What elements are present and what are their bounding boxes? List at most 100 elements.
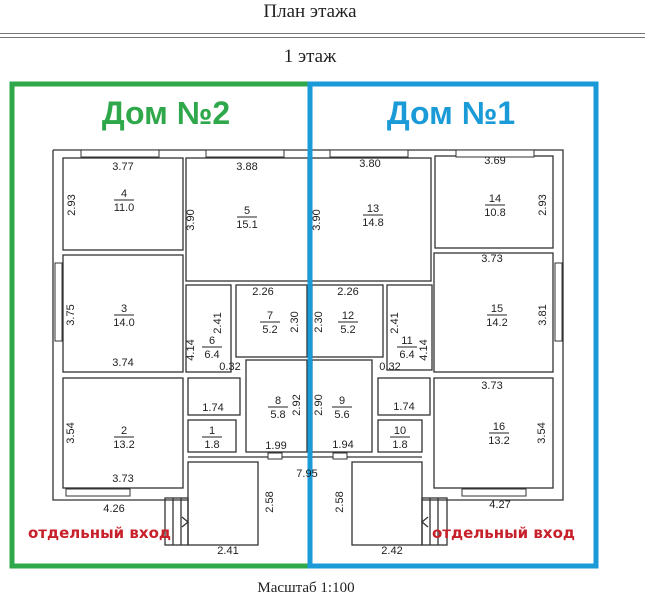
room-area: 5.8 [270,409,285,421]
dimension-label: 0.32 [219,361,240,373]
room-label: 15 14.2 [486,303,507,329]
house-1-label: Дом №1 [387,95,515,131]
floor-label: 1 этаж [283,46,337,67]
room-4-walls [62,157,184,251]
room-16-walls [433,377,554,489]
scale-label: Масштаб 1:100 [257,580,355,596]
house-1-outline [307,81,599,569]
room-area: 5.2 [262,324,277,336]
dimension-label: 4.26 [103,503,124,515]
corridor-left-walls [187,377,241,416]
room-11-walls [386,284,433,371]
dimension-label: 1.74 [202,402,223,414]
room-label: 85.8 [268,395,288,421]
porch-right [351,461,423,546]
dimension-label: 1.99 [265,440,286,452]
room-3-walls [62,254,184,373]
dimension-label: 2.42 [381,545,402,557]
room-7-walls [235,284,308,358]
room-area: 5.6 [334,409,349,421]
room-area: 15.1 [236,219,257,231]
room-label: 125.2 [338,310,358,336]
outer-wall [52,150,188,501]
dimension-label: 2.26 [337,286,358,298]
dimension-label: 2.41 [217,545,238,557]
house-2-label: Дом №2 [102,95,230,131]
dimension-label: 3.69 [484,155,505,167]
dimension-label: 2.26 [252,286,273,298]
dimension-label: 1.74 [393,401,414,413]
room-area: 1.8 [392,439,407,451]
room-label: 314.0 [113,303,134,329]
room-area: 14.2 [486,317,507,329]
room-area: 13.2 [488,435,509,447]
dimension-label: 1.94 [332,439,353,451]
room-label: 411.0 [114,188,135,214]
dimension-label: 2.58 [334,491,346,512]
room-number: 16 [493,421,505,433]
room-area: 1.8 [204,439,219,451]
room-label: 13 14.8 [362,203,383,229]
dimension-label: 2.93 [537,194,549,215]
room-number: 2 [121,425,127,437]
room-area: 13.2 [113,439,134,451]
room-number: 15 [491,303,503,315]
dimension-label: 3.74 [112,357,133,369]
room-15-walls [433,252,554,373]
dimension-label: 3.81 [537,304,549,325]
plan-title: План этажа [263,1,357,22]
room-6-walls [185,284,232,373]
dimension-label: 7.95 [296,468,317,480]
dimension-label: 3.90 [311,209,323,230]
dimension-label: 2.93 [66,194,78,215]
walls [52,149,564,546]
room-number: 11 [401,335,412,347]
porch-left [187,461,259,546]
room-area: 5.2 [340,324,355,336]
room-2-walls [62,377,184,489]
dimension-label: 2.41 [212,312,224,333]
room-area: 6.4 [204,349,219,361]
arrow-icon [181,516,190,528]
room-area: 14.8 [362,217,383,229]
dimension-label: 3.88 [236,161,257,173]
dimension-label: 3.54 [65,422,77,443]
dimension-label: 3.73 [481,253,502,265]
divider-line [0,37,645,38]
room-number: 3 [121,303,127,315]
room-label: 16 13.2 [488,421,509,447]
dimension-label: 2.41 [389,312,401,333]
room-number: 12 [342,310,354,322]
room-10-walls [377,419,423,453]
room-label: 75.2 [260,310,280,336]
room-number: 6 [209,335,215,347]
room-number: 13 [367,203,379,215]
room-area: 14.0 [113,317,134,329]
dimension-label: 2.30 [289,311,301,332]
dimension-label: 2.90 [313,394,325,415]
separate-entrance-left: отдельный вход [28,524,171,542]
divider-line [0,33,645,34]
dimension-label: 2.58 [264,491,276,512]
room-number: 8 [275,395,281,407]
corridor-right-walls [377,377,431,416]
room-number: 10 [394,425,406,437]
room-8-walls [245,359,308,453]
dimension-label: 4.14 [185,339,197,360]
room-number: 4 [121,188,127,200]
arrow-icon [420,516,429,528]
room-number: 7 [267,310,273,322]
room-label: 66.4 [202,335,222,361]
room-number: 5 [244,205,250,217]
dimension-label: 0.32 [379,361,400,373]
room-label: 11.8 [202,425,222,451]
windows [54,149,563,497]
dimension-label: 4.27 [489,499,510,511]
room-label: 515.1 [236,205,257,231]
room-label: 101.8 [390,425,410,451]
room-area: 11.0 [114,202,135,214]
